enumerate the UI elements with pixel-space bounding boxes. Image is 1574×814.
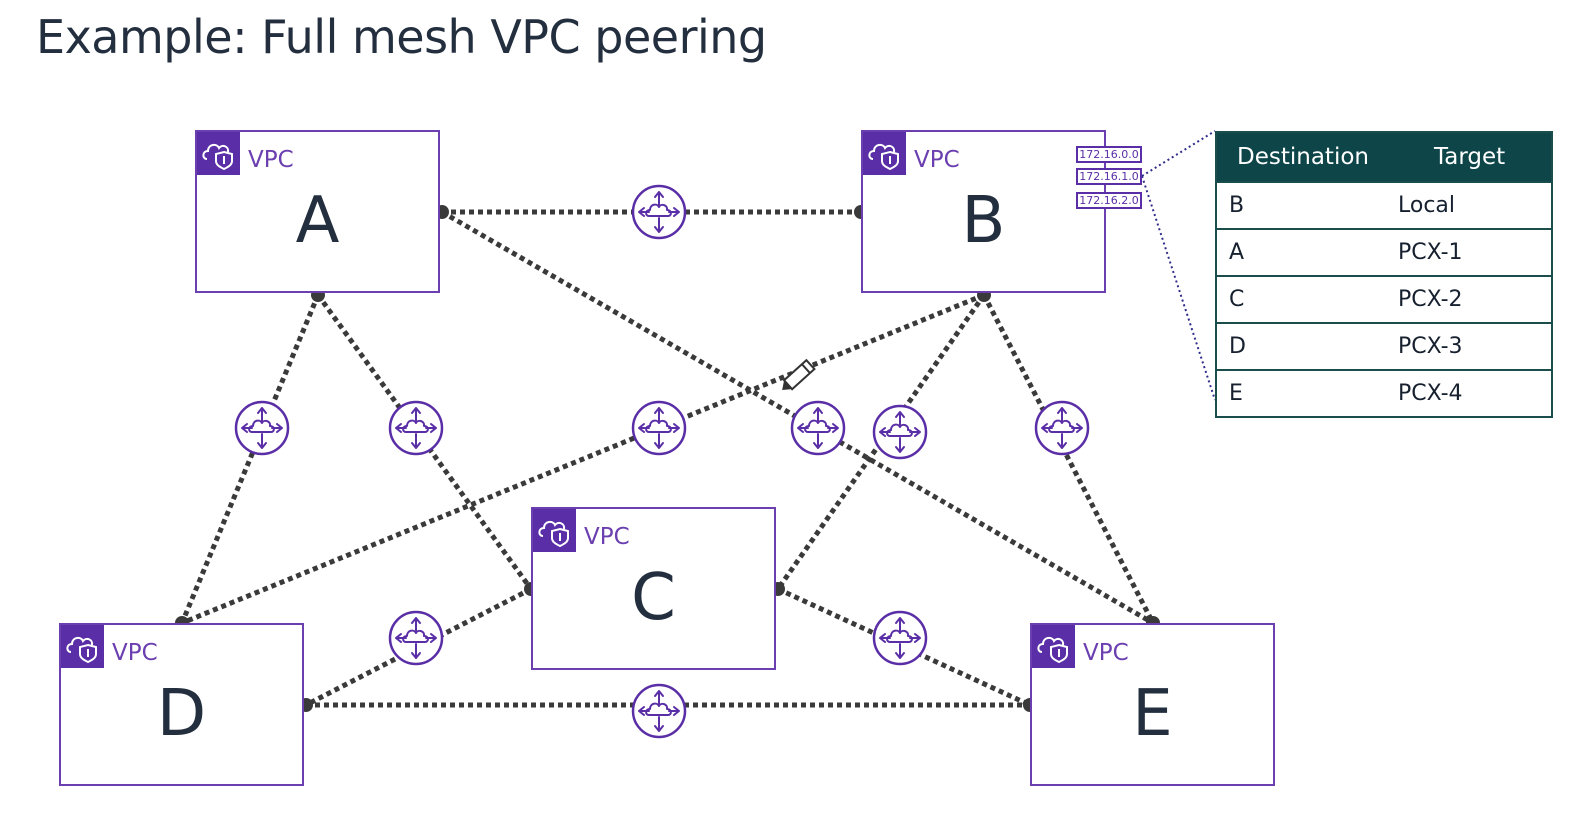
page-title: Example: Full mesh VPC peering	[36, 10, 767, 64]
vpc-b-label: VPC	[914, 147, 960, 173]
vpc-e-letter: E	[1132, 677, 1173, 751]
destination-cell: A	[1216, 228, 1398, 276]
target-cell: PCX-3	[1398, 322, 1552, 370]
table-row: B Local	[1216, 181, 1552, 229]
target-cell: PCX-4	[1398, 369, 1552, 417]
vpc-d-label: VPC	[112, 640, 158, 666]
cloud-shield-icon	[533, 509, 576, 552]
table-row: A PCX-1	[1216, 228, 1552, 276]
table-row: D PCX-3	[1216, 322, 1552, 370]
vpc-c-label: VPC	[584, 524, 630, 550]
link-b-d	[181, 292, 985, 626]
vpc-c: VPC C	[531, 507, 776, 670]
column-header-target: Target	[1398, 132, 1552, 182]
column-header-destination: Destination	[1216, 132, 1398, 182]
cidr-label: 172.16.1.0	[1076, 168, 1142, 185]
peering-connection-icon	[872, 404, 928, 460]
cloud-shield-icon	[1032, 625, 1075, 668]
peering-connection-icon	[631, 184, 687, 240]
table-row: E PCX-4	[1216, 369, 1552, 417]
link-a-e	[440, 209, 1155, 626]
table-connector-top	[1141, 130, 1216, 177]
route-table: Destination Target B Local A PCX-1 C PCX…	[1215, 131, 1553, 418]
vpc-a-letter: A	[295, 184, 340, 258]
peering-connection-icon	[1034, 400, 1090, 456]
vpc-d: VPC D	[59, 623, 304, 786]
table-connector-bottom	[1141, 175, 1216, 401]
peering-connection-icon	[631, 683, 687, 739]
vpc-c-letter: C	[631, 561, 676, 635]
vpc-a: VPC A	[195, 130, 440, 293]
peering-connection-icon	[388, 610, 444, 666]
cloud-shield-icon	[197, 132, 240, 175]
cloud-shield-icon	[61, 625, 104, 668]
peering-connection-icon	[790, 400, 846, 456]
peering-connection-icon	[872, 610, 928, 666]
cidr-label: 172.16.0.0	[1076, 146, 1142, 163]
cidr-label: 172.16.2.0	[1076, 192, 1142, 209]
peering-connection-icon	[388, 400, 444, 456]
vpc-a-label: VPC	[248, 147, 294, 173]
table-row: C PCX-2	[1216, 275, 1552, 323]
route-table-header: Destination Target	[1216, 132, 1552, 182]
vpc-e-label: VPC	[1083, 640, 1129, 666]
target-cell: PCX-2	[1398, 275, 1552, 323]
peering-connection-icon	[234, 400, 290, 456]
pencil-icon	[782, 358, 816, 391]
link-b-e	[981, 293, 1156, 625]
vpc-b-letter: B	[961, 184, 1006, 258]
destination-cell: B	[1216, 181, 1398, 229]
target-cell: PCX-1	[1398, 228, 1552, 276]
vpc-b: VPC B	[861, 130, 1106, 293]
destination-cell: E	[1216, 369, 1398, 417]
vpc-e: VPC E	[1030, 623, 1275, 786]
cloud-shield-icon	[863, 132, 906, 175]
vpc-d-letter: D	[156, 677, 207, 751]
peering-connection-icon	[631, 400, 687, 456]
target-cell: Local	[1398, 181, 1552, 229]
link-b-c	[775, 293, 987, 591]
destination-cell: C	[1216, 275, 1398, 323]
destination-cell: D	[1216, 322, 1398, 370]
